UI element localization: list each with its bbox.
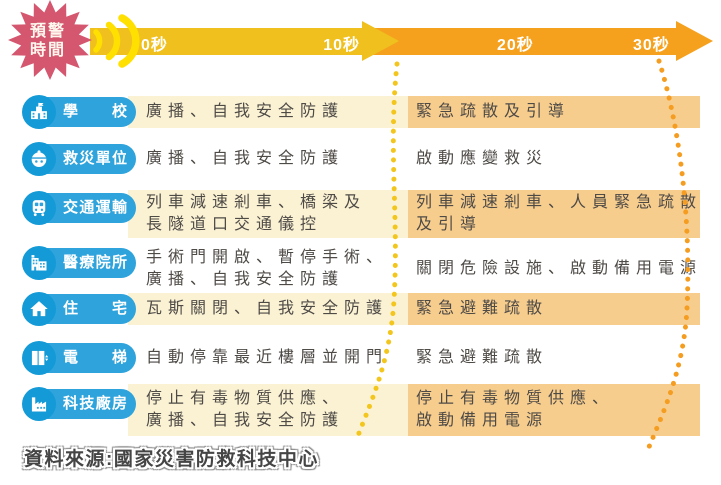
action-10-30s: 停止有毒物質供應、 啟動備用電源 — [416, 390, 615, 429]
data-source-caption: 資料來源:國家災害防救科技中心 — [24, 449, 319, 470]
badge-title: 預警 時間 — [0, 0, 96, 82]
row-elevator: 電梯 自動停靠最近樓層並開門 緊急避難疏散 — [0, 339, 721, 377]
rescue-icon — [22, 142, 56, 176]
action-0-10s: 廣播、自我安全防護 — [146, 150, 345, 167]
category-label: 學校 — [63, 103, 127, 120]
row-transportation: 交通運輸 列車減速剎車、橋梁及 長隧道口交通儀控 列車減速剎車、人員緊急疏散 及… — [0, 187, 721, 241]
category-pill-transportation: 交通運輸 — [22, 191, 136, 225]
factory-icon — [22, 387, 56, 421]
action-10-30s: 緊急疏散及引導 — [416, 103, 571, 120]
category-pill-elevator: 電梯 — [22, 341, 136, 375]
row-rescue-unit: 救災單位 廣播、自我安全防護 啟動應變救災 — [0, 140, 721, 178]
action-0-10s: 自動停靠最近樓層並開門 — [146, 349, 389, 366]
timeline-tick-10s: 10秒 — [323, 37, 360, 54]
row-school: 學校 廣播、自我安全防護 緊急疏散及引導 — [0, 93, 721, 131]
category-pill-tech-plant: 科技廠房 — [22, 387, 136, 421]
category-pill-medical: 醫療院所 — [22, 246, 136, 280]
school-icon — [22, 95, 56, 129]
row-medical: 醫療院所 手術門開啟、暫停手術、 廣播、自我安全防護 關閉危險設施、啟動備用電源 — [0, 242, 721, 296]
action-10-30s: 啟動應變救災 — [416, 150, 549, 167]
sound-wave-icon — [93, 14, 140, 68]
row-tech-plant: 科技廠房 停止有毒物質供應、 廣播、自我安全防護 停止有毒物質供應、 啟動備用電… — [0, 381, 721, 439]
arrowhead-10s — [362, 21, 399, 61]
action-0-10s: 廣播、自我安全防護 — [146, 103, 345, 120]
house-icon — [22, 292, 56, 326]
category-label: 電梯 — [63, 349, 127, 366]
arrowhead-30s — [676, 21, 713, 61]
timeline-tick-30s: 30秒 — [633, 37, 670, 54]
category-label: 科技廠房 — [63, 395, 127, 412]
action-0-10s: 手術門開啟、暫停手術、 廣播、自我安全防護 — [146, 249, 389, 288]
category-label: 醫療院所 — [63, 254, 127, 271]
category-pill-residence: 住宅 — [22, 292, 136, 326]
hospital-icon — [22, 246, 56, 280]
category-label: 救災單位 — [63, 150, 127, 167]
action-10-30s: 緊急避難疏散 — [416, 300, 549, 317]
row-residence: 住宅 瓦斯關閉、自我安全防護 緊急避難疏散 — [0, 290, 721, 328]
timeline-tick-0s: 0秒 — [141, 37, 168, 54]
action-0-10s: 瓦斯關閉、自我安全防護 — [146, 300, 389, 317]
timeline-bar-10-30s — [366, 28, 678, 55]
starburst-badge — [8, 0, 92, 80]
train-icon — [22, 191, 56, 225]
action-10-30s: 緊急避難疏散 — [416, 349, 549, 366]
timeline-tick-20s: 20秒 — [497, 37, 534, 54]
category-label: 住宅 — [63, 300, 127, 317]
category-label: 交通運輸 — [63, 199, 127, 216]
action-0-10s: 列車減速剎車、橋梁及 長隧道口交通儀控 — [146, 194, 367, 233]
badge-line1: 預警 — [29, 23, 66, 40]
category-pill-school: 學校 — [22, 95, 136, 129]
action-10-30s: 列車減速剎車、人員緊急疏散 及引導 — [416, 194, 703, 233]
elevator-icon — [22, 341, 56, 375]
category-pill-rescue: 救災單位 — [22, 142, 136, 176]
action-0-10s: 停止有毒物質供應、 廣播、自我安全防護 — [146, 390, 345, 429]
badge-line2: 時間 — [29, 42, 66, 59]
action-10-30s: 關閉危險設施、啟動備用電源 — [416, 260, 703, 277]
